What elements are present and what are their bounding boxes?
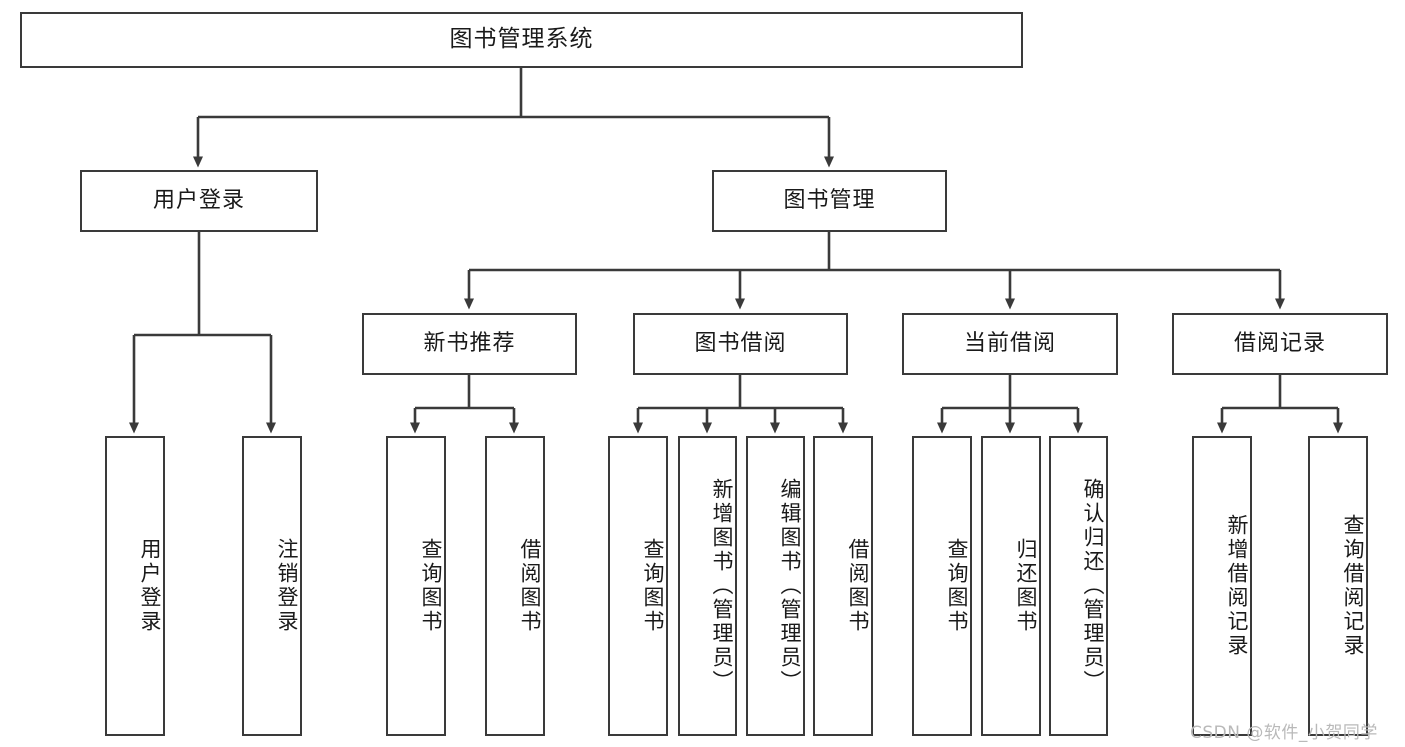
node-label: 用户登录 <box>138 538 162 634</box>
leaf-borrow-borrow-book[interactable]: 借阅图书 <box>813 436 873 736</box>
node-label: 图书管理系统 <box>449 26 594 53</box>
leaf-current-return-book[interactable]: 归还图书 <box>981 436 1041 736</box>
node-book-management[interactable]: 图书管理 <box>712 170 947 232</box>
leaf-record-add-record[interactable]: 新增借阅记录 <box>1192 436 1252 736</box>
leaf-borrow-edit-book-admin[interactable]: 编辑图书（管理员） <box>746 436 805 736</box>
leaf-current-query-book[interactable]: 查询图书 <box>912 436 972 736</box>
node-new-book-recommend[interactable]: 新书推荐 <box>362 313 577 375</box>
node-current-borrow[interactable]: 当前借阅 <box>902 313 1118 375</box>
node-label: 查询图书 <box>945 538 969 634</box>
node-label: 注销登录 <box>275 538 299 634</box>
node-label: 借阅记录 <box>1233 330 1326 356</box>
node-label: 归还图书 <box>1014 538 1038 634</box>
csdn-watermark: CSDN @软件_小贺同学 <box>1190 723 1378 743</box>
node-label: 借阅图书 <box>518 538 542 634</box>
node-label: 当前借阅 <box>963 330 1056 356</box>
leaf-record-query-record[interactable]: 查询借阅记录 <box>1308 436 1368 736</box>
node-label: 确认归还（管理员） <box>1081 478 1105 694</box>
leaf-recommend-borrow-book[interactable]: 借阅图书 <box>485 436 545 736</box>
node-label: 查询借阅记录 <box>1341 514 1365 658</box>
leaf-borrow-add-book-admin[interactable]: 新增图书（管理员） <box>678 436 737 736</box>
node-label: 用户登录 <box>152 187 245 213</box>
leaf-user-login-signin[interactable]: 用户登录 <box>105 436 165 736</box>
leaf-recommend-query-book[interactable]: 查询图书 <box>386 436 446 736</box>
node-borrow-record[interactable]: 借阅记录 <box>1172 313 1388 375</box>
node-label: 新增图书（管理员） <box>710 478 734 694</box>
node-user-login[interactable]: 用户登录 <box>80 170 318 232</box>
node-book-borrow[interactable]: 图书借阅 <box>633 313 848 375</box>
node-label: 新增借阅记录 <box>1225 514 1249 658</box>
leaf-user-login-signout[interactable]: 注销登录 <box>242 436 302 736</box>
leaf-borrow-query-book[interactable]: 查询图书 <box>608 436 668 736</box>
node-label: 编辑图书（管理员） <box>778 478 802 694</box>
node-root-library-system[interactable]: 图书管理系统 <box>20 12 1023 68</box>
node-label: 查询图书 <box>641 538 665 634</box>
node-label: 借阅图书 <box>846 538 870 634</box>
leaf-current-confirm-return-admin[interactable]: 确认归还（管理员） <box>1049 436 1108 736</box>
node-label: 图书管理 <box>783 187 876 213</box>
node-label: 新书推荐 <box>423 330 516 356</box>
node-label: 查询图书 <box>419 538 443 634</box>
node-label: 图书借阅 <box>694 330 787 356</box>
